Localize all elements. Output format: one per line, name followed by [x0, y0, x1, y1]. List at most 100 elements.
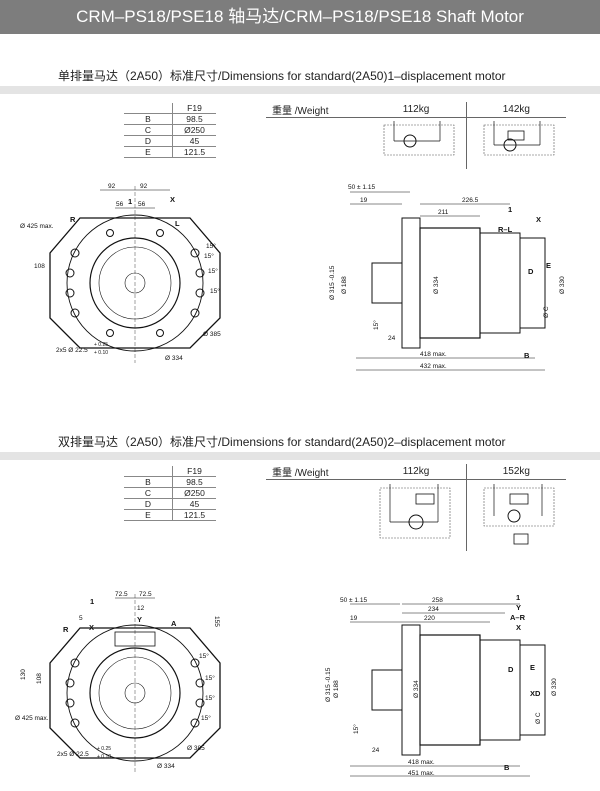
svg-text:Ø 315 -0.15: Ø 315 -0.15 — [329, 265, 336, 300]
svg-text:451 max.: 451 max. — [408, 770, 435, 777]
svg-text:130: 130 — [20, 669, 27, 680]
svg-text:A: A — [171, 619, 177, 628]
svg-text:Ø 315 -0.15: Ø 315 -0.15 — [325, 667, 332, 702]
weight-label: 重量 /Weight — [266, 102, 367, 118]
svg-text:50 ± 1.15: 50 ± 1.15 — [348, 184, 375, 191]
svg-text:108: 108 — [34, 263, 45, 270]
svg-text:Ø 188: Ø 188 — [341, 276, 348, 294]
svg-text:24: 24 — [388, 335, 396, 342]
svg-text:50 ± 1.15: 50 ± 1.15 — [340, 597, 367, 604]
svg-text:432 max.: 432 max. — [420, 363, 447, 370]
weight-value: 152kg — [465, 464, 566, 480]
svg-text:D: D — [508, 665, 514, 674]
svg-text:234: 234 — [428, 606, 439, 613]
svg-text:24: 24 — [372, 747, 380, 754]
section-2-weight-table: 重量 /Weight 112kg 152kg — [266, 464, 566, 480]
svg-text:R: R — [70, 215, 76, 224]
weight-label: 重量 /Weight — [266, 464, 367, 480]
svg-text:1: 1 — [516, 593, 520, 602]
svg-text:X: X — [516, 623, 521, 632]
svg-text:5: 5 — [79, 615, 83, 622]
weight-divider — [466, 479, 467, 551]
svg-text:Ø C: Ø C — [543, 306, 550, 318]
svg-text:108: 108 — [36, 673, 43, 684]
svg-text:211: 211 — [438, 209, 449, 216]
svg-text:X: X — [89, 623, 94, 632]
svg-text:15°: 15° — [205, 694, 215, 702]
svg-text:19: 19 — [350, 615, 358, 622]
svg-text:XD: XD — [530, 689, 541, 698]
svg-text:R: R — [63, 625, 69, 634]
hydraulic-schematic-2 — [483, 121, 555, 156]
hydraulic-schematic-3 — [379, 484, 451, 539]
svg-text:92: 92 — [108, 183, 116, 190]
svg-text:1: 1 — [128, 197, 132, 206]
svg-text:19: 19 — [360, 197, 368, 204]
svg-text:Ø C: Ø C — [535, 712, 542, 724]
svg-text:15°: 15° — [205, 674, 215, 682]
weight-divider — [466, 117, 467, 169]
svg-text:Ø 334: Ø 334 — [165, 355, 183, 362]
svg-text:15°: 15° — [372, 320, 380, 330]
spec-header: F19 — [172, 466, 216, 477]
svg-text:Y: Y — [516, 603, 521, 612]
svg-text:72.5: 72.5 — [115, 591, 128, 598]
svg-text:2x5 Ø 22.5: 2x5 Ø 22.5 — [57, 751, 89, 758]
svg-text:Ø 330: Ø 330 — [559, 276, 566, 294]
weight-value: 112kg — [366, 464, 467, 480]
svg-text:15°: 15° — [206, 242, 216, 250]
svg-text:Ø 385: Ø 385 — [187, 745, 205, 752]
svg-text:E: E — [530, 663, 535, 672]
svg-text:15°: 15° — [352, 724, 360, 734]
weight-value: 142kg — [465, 102, 566, 118]
hydraulic-schematic-1 — [383, 121, 455, 156]
svg-text:1: 1 — [508, 205, 512, 214]
svg-text:258: 258 — [432, 597, 443, 604]
svg-text:Ø 188: Ø 188 — [333, 680, 340, 698]
svg-text:Y: Y — [137, 615, 142, 624]
svg-text:A–R: A–R — [510, 613, 526, 622]
svg-text:418 max.: 418 max. — [408, 759, 435, 766]
page-title: CRM–PS18/PSE18 轴马达/CRM–PS18/PSE18 Shaft … — [0, 0, 600, 34]
svg-text:Ø 334: Ø 334 — [157, 763, 175, 770]
svg-text:56: 56 — [116, 201, 124, 208]
svg-text:E: E — [546, 261, 551, 270]
section-1-front-view: 92 92 56 56 Ø 425 max. 108 Ø 385 Ø 334 R… — [20, 183, 221, 363]
svg-text:72.5: 72.5 — [139, 591, 152, 598]
svg-text:Ø 425 max.: Ø 425 max. — [20, 223, 54, 230]
svg-text:R–L: R–L — [498, 225, 513, 234]
spec-header: F19 — [172, 103, 216, 114]
svg-text:L: L — [175, 219, 180, 228]
svg-text:Ø 385: Ø 385 — [203, 331, 221, 338]
svg-text:B: B — [504, 763, 510, 772]
svg-text:+ 0.10: + 0.10 — [97, 754, 111, 760]
section-1-side-view: 50 ± 1.15 19 226.5 211 Ø 315 -0.15 Ø 188… — [329, 184, 566, 371]
svg-text:Ø 425 max.: Ø 425 max. — [15, 715, 49, 722]
section-1-weight-table: 重量 /Weight 112kg 142kg — [266, 102, 566, 118]
svg-text:1: 1 — [90, 597, 94, 606]
svg-text:Ø 334: Ø 334 — [433, 276, 440, 294]
svg-text:D: D — [528, 267, 534, 276]
svg-text:226.5: 226.5 — [462, 197, 479, 204]
svg-text:15°: 15° — [210, 287, 220, 295]
svg-text:X: X — [536, 215, 541, 224]
section-2-divider — [0, 452, 600, 460]
svg-text:220: 220 — [424, 615, 435, 622]
svg-text:15°: 15° — [208, 267, 218, 275]
section-2-front-view: 72.5 72.5 12 5 130 108 155 Ø 425 max. Ø … — [15, 591, 221, 773]
hydraulic-schematic-4 — [483, 484, 555, 545]
svg-text:155: 155 — [213, 616, 220, 627]
svg-text:15°: 15° — [201, 714, 211, 722]
svg-text:92: 92 — [140, 183, 148, 190]
svg-text:Ø 330: Ø 330 — [551, 678, 558, 696]
svg-text:2x5 Ø 22.5: 2x5 Ø 22.5 — [56, 347, 88, 354]
svg-text:+ 0.25: + 0.25 — [97, 746, 111, 752]
